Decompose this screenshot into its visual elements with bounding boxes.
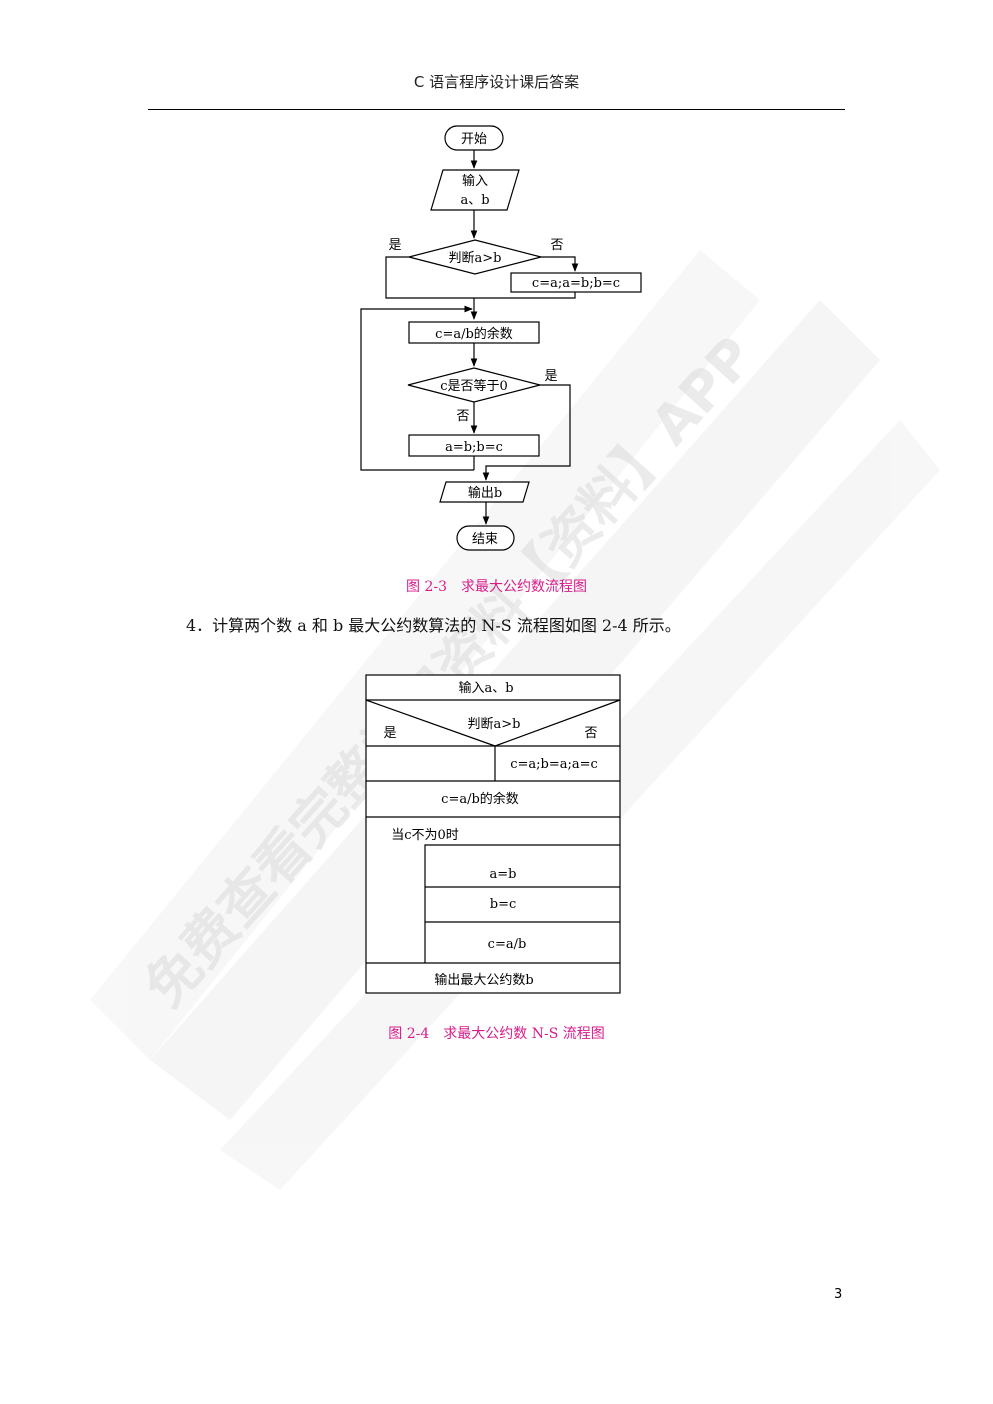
output-parallelogram: [439, 481, 530, 503]
assign-label: a=b;b=c: [445, 440, 503, 455]
output-label: 输出b: [468, 485, 502, 501]
ns-body3: c=a/b: [488, 937, 527, 952]
figure-caption-2-4: 图 2-4 求最大公约数 N-S 流程图: [388, 1026, 605, 1042]
decision1-label: 判断a>b: [449, 251, 502, 266]
body-paragraph: 4．计算两个数 a 和 b 最大公约数算法的 N-S 流程图如图 2-4 所示。: [186, 616, 681, 635]
ns-body1: a=b: [490, 867, 517, 882]
page-number: 3: [834, 1287, 843, 1302]
no1-label: 否: [550, 238, 563, 253]
yes1-label: 是: [388, 238, 401, 253]
ns-yes: 是: [383, 726, 396, 741]
decision-a-gt-b: [408, 239, 542, 275]
swap-label: c=a;a=b;b=c: [532, 276, 620, 291]
ns-loop: 当c不为0时: [391, 828, 459, 843]
decision2-label: c是否等于0: [440, 378, 508, 394]
start-label: 开始: [461, 132, 487, 147]
no2-label: 否: [456, 409, 469, 424]
mod-label: c=a/b的余数: [435, 326, 513, 342]
ns-output: 输出最大公约数b: [434, 972, 533, 988]
header-rule: [148, 109, 845, 110]
ns-input: 输入a、b: [458, 680, 513, 696]
input-parallelogram: [430, 169, 520, 211]
ns-decision: 判断a>b: [468, 717, 521, 732]
input-label-2: a、b: [460, 193, 489, 208]
swap-box: [510, 272, 642, 293]
input-label-1: 输入: [462, 173, 488, 189]
figure-caption-2-3: 图 2-3 求最大公约数流程图: [406, 579, 587, 595]
yes2-label: 是: [544, 369, 557, 384]
ns-outer: [365, 674, 621, 994]
ns-body2: b=c: [490, 897, 517, 912]
ns-no: 否: [584, 726, 597, 741]
page-header: C 语言程序设计课后答案: [413, 73, 580, 91]
end-terminal: [456, 525, 515, 551]
ns-swap: c=a;b=a;a=c: [510, 757, 598, 772]
ns-mod: c=a/b的余数: [441, 791, 519, 807]
end-label: 结束: [472, 532, 498, 547]
